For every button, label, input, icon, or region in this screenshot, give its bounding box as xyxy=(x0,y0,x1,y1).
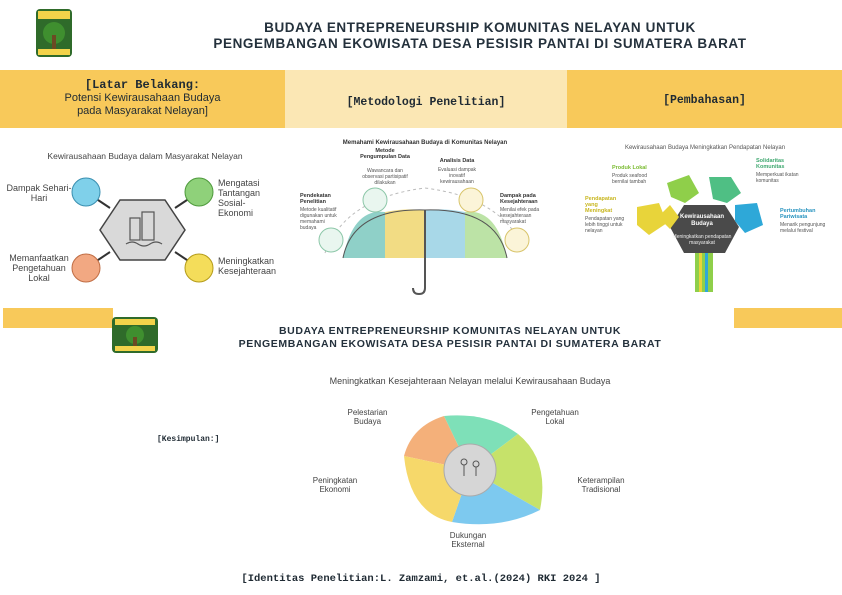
metodologi-item-2: Pendekatan Penelitian Metode kualitatif … xyxy=(300,193,337,231)
pembahasan-item-3: Pertumbuhan Pariwisata Menarik pengunjun… xyxy=(780,208,826,234)
page-title-secondary: BUDAYA ENTREPRENEURSHIP KOMUNITAS NELAYA… xyxy=(180,325,720,351)
university-logo xyxy=(36,9,72,57)
buildings-icon xyxy=(125,211,163,247)
metodologi-item-3: Dampak pada Kesejahteraan Menilai efek p… xyxy=(500,193,540,225)
pembahasan-title: Kewirausahaan Budaya Meningkatkan Pendap… xyxy=(624,145,786,151)
metodologi-heading: [Metodologi Penelitian] xyxy=(346,96,506,109)
metodologi-item-0: Metode Pengumpulan Data Wawancara dan ob… xyxy=(360,148,410,186)
pembahasan-item-0: Produk Lokal Produk seafood bernilai tam… xyxy=(612,165,648,185)
pembahasan-item-2: Pendapatan yang Meningkat Pendapatan yan… xyxy=(585,196,625,234)
kesimpulan-item-4: Peningkatan Ekonomi xyxy=(312,476,358,494)
page-title: BUDAYA ENTREPRENEURSHIP KOMUNITAS NELAYA… xyxy=(130,20,830,52)
university-logo-secondary xyxy=(112,317,158,353)
kesimpulan-diagram xyxy=(404,415,543,525)
latar-item-3: Meningkatkan Kesejahteraan xyxy=(218,256,277,276)
footer-citation: [Identitas Penelitian:L. Zamzami, et.al.… xyxy=(241,573,601,585)
latar-diagram xyxy=(71,177,214,283)
latar-heading-line1: [Latar Belakang: xyxy=(84,78,201,92)
right-divider-strip xyxy=(734,308,842,328)
latar-heading: [Latar Belakang: Potensi Kewirausahaan B… xyxy=(0,79,285,118)
local-knowledge-icon xyxy=(71,253,101,283)
kesimpulan-item-1: Pengetahuan Lokal xyxy=(531,408,579,426)
latar-heading-line3: pada Masyarakat Nelayan] xyxy=(77,105,208,117)
left-divider-strip xyxy=(3,308,113,328)
title-secondary-line-1: BUDAYA ENTREPRENEURSHIP KOMUNITAS NELAYA… xyxy=(278,325,622,337)
latar-item-2: Memanfaatkan Pengetahuan Lokal xyxy=(9,253,69,283)
umbrella-icon xyxy=(318,187,530,296)
latar-item-1: Mengatasi Tantangan Sosial-Ekonomi xyxy=(218,178,261,218)
title-secondary-line-2: PENGEMBANGAN EKOWISATA DESA PESISIR PANT… xyxy=(238,338,662,350)
metodologi-cell xyxy=(285,70,567,128)
metodologi-item-1: Analisis Data Evaluasi dampak inovatif k… xyxy=(437,158,477,185)
metodologi-title: Memahami Kewirausahaan Budaya di Komunit… xyxy=(342,140,508,146)
kesimpulan-heading: [Kesimpulan:] xyxy=(157,435,220,444)
title-line-2: PENGEMBANGAN EKOWISATA DESA PESISIR PANT… xyxy=(213,36,747,51)
daily-impact-icon xyxy=(71,177,101,207)
challenge-icon xyxy=(184,177,214,207)
people-icon xyxy=(460,458,480,476)
kesimpulan-item-3: Dukungan Eksternal xyxy=(449,531,487,549)
kesimpulan-item-2: Keterampilan Tradisional xyxy=(577,476,625,494)
hexagon-icon xyxy=(637,175,763,292)
pembahasan-item-1: Solidaritas Komunitas Memperkuat ikatan … xyxy=(756,158,799,184)
latar-diagram-title: Kewirausahaan Budaya dalam Masyarakat Ne… xyxy=(47,151,243,161)
welfare-icon xyxy=(184,253,214,283)
pembahasan-center: Kewirausahaan Budaya Meningkatkan pendap… xyxy=(672,214,732,246)
kesimpulan-item-0: Pelestarian Budaya xyxy=(347,408,388,426)
latar-item-0: Dampak Sehari-Hari xyxy=(6,183,72,203)
kesimpulan-title: Meningkatkan Kesejahteraan Nelayan melal… xyxy=(329,376,611,386)
latar-heading-line2: Potensi Kewirausahaan Budaya xyxy=(64,92,221,104)
title-line-1: BUDAYA ENTREPRENEURSHIP KOMUNITAS NELAYA… xyxy=(264,20,696,35)
pembahasan-heading: [Pembahasan] xyxy=(663,94,746,107)
